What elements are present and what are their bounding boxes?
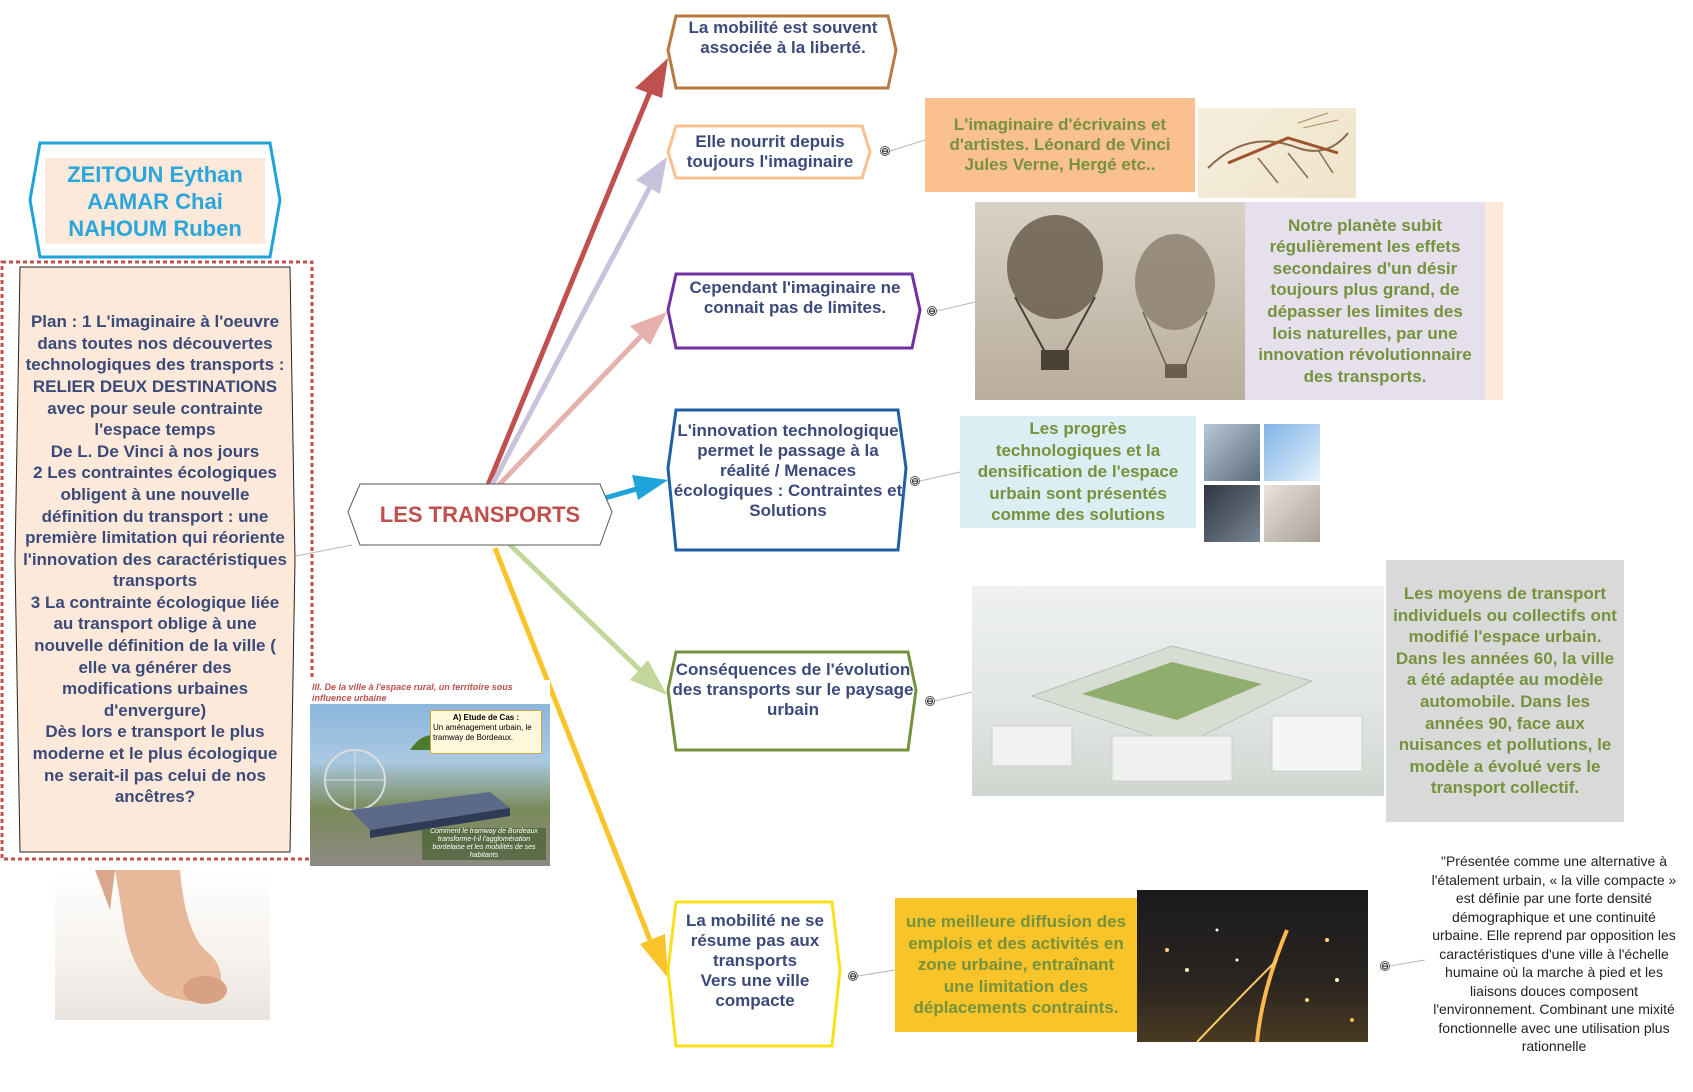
slide-case-text: Un aménagement urbain, le tramway de Bor… xyxy=(433,723,532,742)
slide-header-2: influence urbaine xyxy=(312,693,387,703)
city-night-image xyxy=(1137,890,1368,1042)
branch-node-6[interactable]: La mobilité ne se résume pas aux transpo… xyxy=(686,911,824,1010)
detail-box-4: Les progrès technologiques et la densifi… xyxy=(960,416,1196,528)
branch-line-3 xyxy=(494,330,647,490)
branch-line-6 xyxy=(492,547,653,941)
bare-foot-image xyxy=(55,870,270,1020)
branch-arrow-2 xyxy=(636,157,667,194)
balloon-engraving-image xyxy=(975,202,1247,400)
plan-text: Plan : 1 L'imaginaire à l'oeuvre dans to… xyxy=(23,312,287,807)
plan-shape xyxy=(14,266,296,853)
branch-arrow-1 xyxy=(635,58,668,98)
authors-names: ZEITOUN Eythan AAMAR Chai NAHOUM Ruben xyxy=(67,161,243,241)
branch-node-2[interactable]: Elle nourrit depuis toujours l'imaginair… xyxy=(686,132,854,171)
node-frame-6 xyxy=(666,900,842,1048)
plan-outline xyxy=(0,260,314,861)
connector-b4-d4 xyxy=(919,471,961,482)
connector-b6-d6 xyxy=(857,969,896,977)
detail-box-3: Notre planète subit régulièrement les ef… xyxy=(1245,202,1503,400)
branch-node-5[interactable]: Conséquences de l'évolution des transpor… xyxy=(672,660,914,719)
slide-case-box: A) Etude de Cas : Un aménagement urbain,… xyxy=(430,710,542,754)
detail-box-6: une meilleure diffusion des emplois et d… xyxy=(895,898,1137,1032)
branch-line-5 xyxy=(503,538,642,672)
collapse-toggle-6b[interactable]: ⊖ xyxy=(1380,961,1390,971)
connector-img-quote xyxy=(1389,959,1426,967)
collapse-toggle-3[interactable]: ⊖ xyxy=(927,306,937,316)
authors-bg xyxy=(45,158,265,244)
connector-center-plan xyxy=(295,544,353,557)
branch-arrow-5 xyxy=(630,660,667,695)
branch-arrow-3 xyxy=(630,312,667,345)
detail-box-2: L'imaginaire d'écrivains et d'artistes. … xyxy=(925,98,1195,192)
node-frame-3 xyxy=(666,272,922,350)
collapse-toggle-6[interactable]: ⊖ xyxy=(848,971,858,981)
collapse-toggle-4[interactable]: ⊖ xyxy=(910,476,920,486)
bordeaux-tram-slide: III. De la ville à l'espace rural, un te… xyxy=(310,680,550,866)
slide-case-title: A) Etude de Cas : xyxy=(452,713,520,722)
branch-node-1[interactable]: La mobilité est souvent associée à la li… xyxy=(688,18,878,57)
connector-b3-img xyxy=(936,301,976,312)
flying-machine-drawing xyxy=(1207,112,1349,184)
collapse-toggle-5[interactable]: ⊖ xyxy=(925,696,935,706)
connector-b5-img xyxy=(934,691,973,702)
node-frame-1 xyxy=(666,14,898,90)
branch-line-4 xyxy=(604,485,641,501)
city-blocks-drawing xyxy=(991,645,1363,782)
urban-aerial-image xyxy=(972,586,1384,796)
slide-question: Comment le tramway de Bordeaux transform… xyxy=(422,828,546,860)
branch-node-4[interactable]: L'innovation technologique permet le pas… xyxy=(673,421,903,520)
node-frame-4 xyxy=(666,408,908,552)
future-vehicles-image xyxy=(1204,424,1320,542)
branch-node-3[interactable]: Cependant l'imaginaire ne connait pas de… xyxy=(689,278,901,317)
connector-b2-d2 xyxy=(889,139,926,152)
balloons-drawing xyxy=(1007,215,1215,378)
foot-drawing xyxy=(95,870,227,1004)
branch-arrow-6 xyxy=(640,934,668,978)
node-frame-5 xyxy=(666,650,918,752)
branch-arrow-4 xyxy=(632,475,668,500)
compact-city-quote: "Présentée comme une alternative à l'éta… xyxy=(1431,853,1677,1055)
branch-line-1 xyxy=(485,91,653,486)
slide-header-1: III. De la ville à l'espace rural, un te… xyxy=(312,682,513,692)
central-topic[interactable]: LES TRANSPORTS xyxy=(379,502,581,527)
branch-line-2 xyxy=(489,185,653,487)
node-frame-2 xyxy=(666,124,872,180)
detail-box-5: Les moyens de transport individuels ou c… xyxy=(1386,560,1624,822)
night-lights-drawing xyxy=(1165,928,1354,1042)
davinci-sketch-image xyxy=(1198,108,1356,198)
center-frame xyxy=(347,483,613,546)
collapse-toggle-2[interactable]: ⊖ xyxy=(880,146,890,156)
